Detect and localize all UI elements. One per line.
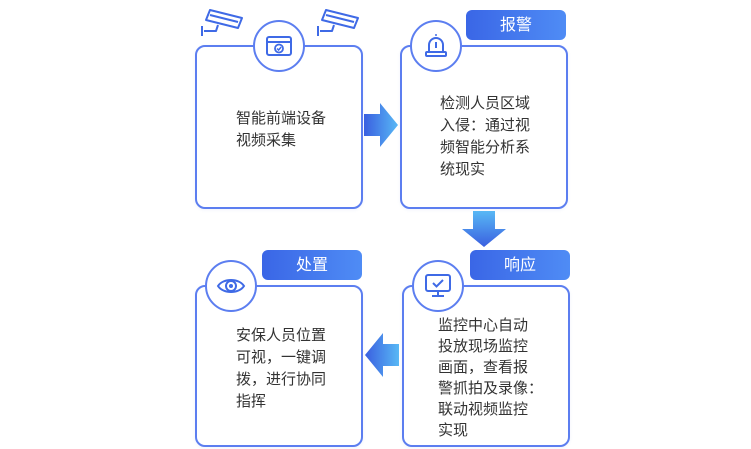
monitor-check-icon bbox=[253, 20, 305, 72]
step-tag-respond: 响应 bbox=[470, 250, 570, 280]
cctv-camera-icon bbox=[198, 4, 248, 38]
eye-icon bbox=[205, 260, 257, 312]
step-tag-alarm: 报警 bbox=[466, 10, 566, 40]
step-text-respond: 监控中心自动 投放现场监控 画面，查看报 警抓拍及录像： 联动视频监控 实现 bbox=[438, 316, 544, 439]
monitor-check-icon bbox=[412, 260, 464, 312]
flow-arrow-right bbox=[364, 103, 398, 151]
step-text-alarm: 检测人员区域 入侵：通过视 频智能分析系 统现实 bbox=[440, 94, 531, 178]
step-card-respond bbox=[402, 285, 570, 447]
step-card-capture bbox=[195, 45, 363, 209]
alarm-light-icon bbox=[410, 20, 462, 72]
step-tag-handle: 处置 bbox=[262, 250, 362, 280]
step-card-handle bbox=[195, 285, 363, 447]
step-text-capture: 智能前端设备 视频采集 bbox=[236, 109, 327, 149]
step-card-alarm bbox=[400, 45, 568, 209]
flow-arrow-left bbox=[365, 333, 399, 381]
step-text-handle: 安保人员位置 可视，一键调 拨，进行协同 指挥 bbox=[236, 326, 327, 410]
flow-arrow-down bbox=[462, 211, 506, 251]
cctv-camera-icon bbox=[314, 4, 364, 38]
